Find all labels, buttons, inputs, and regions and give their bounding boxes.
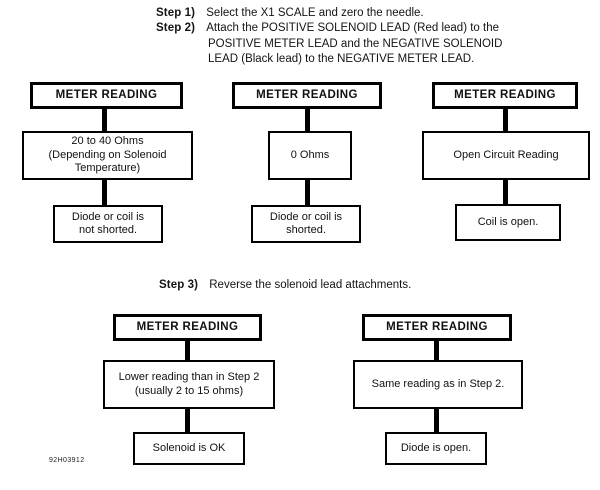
step-1-text: Select the X1 SCALE and zero the needle. bbox=[206, 7, 424, 19]
row2-col2-header-text: METER READING bbox=[386, 320, 488, 333]
row2-col1-reading-text: Lower reading than in Step 2(usually 2 t… bbox=[118, 371, 260, 397]
step-3-line: Step 3) Reverse the solenoid lead attach… bbox=[159, 278, 411, 293]
row2-col1-connector-top bbox=[185, 340, 190, 361]
row2-col2-result-text: Diode is open. bbox=[400, 441, 472, 454]
step-3-label: Step 3) bbox=[159, 279, 199, 291]
row1-col2-reading-box: 0 Ohms bbox=[268, 131, 352, 180]
row1-col3-result-text: Coil is open. bbox=[477, 215, 539, 228]
row1-col2-connector-top bbox=[305, 108, 310, 132]
row2-col1-result-box: Solenoid is OK bbox=[133, 432, 245, 465]
step-2-first-line: Step 2) Attach the POSITIVE SOLENOID LEA… bbox=[156, 22, 499, 34]
row1-col2-header-text: METER READING bbox=[256, 88, 358, 101]
step-3-text: Reverse the solenoid lead attachments. bbox=[209, 279, 412, 291]
row1-col3-header-box: METER READING bbox=[432, 82, 578, 109]
row2-col2-connector-top bbox=[434, 340, 439, 361]
row1-col1-connector-bottom bbox=[102, 179, 107, 206]
row2-col1-header-text: METER READING bbox=[136, 320, 239, 333]
step-2-text-line-3: LEAD (Black lead) to the NEGATIVE METER … bbox=[208, 53, 475, 66]
row2-col1-reading-box: Lower reading than in Step 2(usually 2 t… bbox=[103, 360, 275, 409]
row1-col3-connector-top bbox=[503, 108, 508, 132]
row1-col1-header-box: METER READING bbox=[30, 82, 183, 109]
step-2-text-line-2: POSITIVE METER LEAD and the NEGATIVE SOL… bbox=[208, 37, 503, 50]
row2-col2-connector-bottom bbox=[434, 408, 439, 433]
step-2-label: Step 2) bbox=[156, 22, 196, 34]
step-1-label: Step 1) bbox=[156, 7, 196, 19]
step-2-block: Step 2) Attach the POSITIVE SOLENOID LEA… bbox=[156, 21, 502, 68]
row1-col2-reading-text: 0 Ohms bbox=[290, 148, 330, 161]
row1-col2-header-box: METER READING bbox=[232, 82, 382, 109]
row2-col2-reading-text: Same reading as in Step 2. bbox=[371, 377, 505, 390]
row2-col2-reading-box: Same reading as in Step 2. bbox=[353, 360, 523, 409]
row1-col2-connector-bottom bbox=[305, 179, 310, 206]
row1-col3-reading-box: Open Circuit Reading bbox=[422, 131, 590, 180]
step-2-text-line-1: Attach the POSITIVE SOLENOID LEAD (Red l… bbox=[206, 22, 499, 34]
row2-col1-connector-bottom bbox=[185, 408, 190, 433]
row1-col3-reading-text: Open Circuit Reading bbox=[453, 148, 559, 161]
row1-col1-header-text: METER READING bbox=[55, 88, 158, 101]
row2-col1-result-text: Solenoid is OK bbox=[152, 441, 226, 454]
row2-col2-result-box: Diode is open. bbox=[385, 432, 487, 465]
step-1-line: Step 1) Select the X1 SCALE and zero the… bbox=[156, 6, 424, 21]
row2-col2-header-box: METER READING bbox=[362, 314, 512, 341]
row1-col3-result-box: Coil is open. bbox=[455, 204, 561, 241]
row1-col1-connector-top bbox=[102, 108, 107, 132]
row1-col3-connector-bottom bbox=[503, 179, 508, 205]
figure-id-code: 92H03912 bbox=[49, 457, 85, 464]
row2-col1-header-box: METER READING bbox=[113, 314, 262, 341]
row1-col3-header-text: METER READING bbox=[454, 88, 556, 101]
